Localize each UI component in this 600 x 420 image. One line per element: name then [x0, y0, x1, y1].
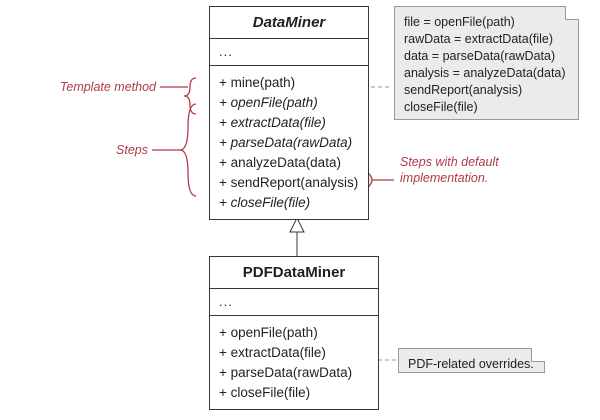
class-box-pdfdataminer[interactable]: PDFDataMiner ... + openFile(path) + extr…	[209, 256, 379, 410]
class-name-pdfdataminer: PDFDataMiner	[210, 257, 378, 289]
operation-sendreport[interactable]: + sendReport(analysis)	[219, 174, 359, 190]
note-mine-body: file = openFile(path) rawData = extractD…	[394, 6, 579, 120]
pdf-operation-closefile[interactable]: + closeFile(file)	[219, 384, 311, 400]
note-mine-line-3: data = parseData(rawData)	[404, 49, 556, 63]
operation-parsedata[interactable]: + parseData(rawData)	[219, 134, 353, 150]
note-pdf-overrides: PDF-related overrides.	[398, 348, 545, 373]
annotation-steps: Steps	[116, 143, 148, 157]
inheritance-arrowhead	[289, 216, 305, 233]
operation-closefile[interactable]: + closeFile(file)	[219, 194, 311, 210]
class-attributes-dataminer: ...	[210, 39, 368, 66]
operation-extractdata[interactable]: + extractData(file)	[219, 114, 326, 130]
annotation-steps-default-line-1: Steps with default	[400, 155, 499, 169]
note-mine-line-6: closeFile(file)	[404, 100, 478, 114]
note-fold-icon-2	[531, 348, 545, 362]
note-mine-line-5: sendReport(analysis)	[404, 83, 523, 97]
operation-mine[interactable]: + mine(path)	[219, 74, 296, 90]
brace-steps	[179, 103, 197, 197]
class-attributes-pdfdataminer: ...	[210, 289, 378, 316]
annotation-steps-default-line-2: implementation.	[400, 171, 489, 185]
note-mine-line-1: file = openFile(path)	[404, 15, 515, 29]
pdf-operation-openfile[interactable]: + openFile(path)	[219, 324, 318, 340]
annotation-template-method: Template method	[59, 80, 156, 94]
annotation-steps-default: Steps with default implementation.	[400, 154, 499, 186]
note-pdf-line-1: PDF-related overrides.	[408, 357, 534, 371]
operation-analyzedata[interactable]: + analyzeData(data)	[219, 154, 341, 170]
brace-template-method	[183, 77, 197, 115]
pdf-operation-extractdata[interactable]: + extractData(file)	[219, 344, 326, 360]
note-mine-line-4: analysis = analyzeData(data)	[404, 66, 566, 80]
pdf-operation-parsedata[interactable]: + parseData(rawData)	[219, 364, 353, 380]
class-operations-dataminer: + mine(path) + openFile(path) + extractD…	[210, 66, 368, 219]
class-operations-pdfdataminer: + openFile(path) + extractData(file) + p…	[210, 316, 378, 409]
operation-openfile[interactable]: + openFile(path)	[219, 94, 318, 110]
note-fold-icon	[565, 6, 579, 20]
class-box-dataminer[interactable]: DataMiner ... + mine(path) + openFile(pa…	[209, 6, 369, 220]
note-mine-line-2: rawData = extractData(file)	[404, 32, 554, 46]
class-name-dataminer: DataMiner	[210, 7, 368, 39]
